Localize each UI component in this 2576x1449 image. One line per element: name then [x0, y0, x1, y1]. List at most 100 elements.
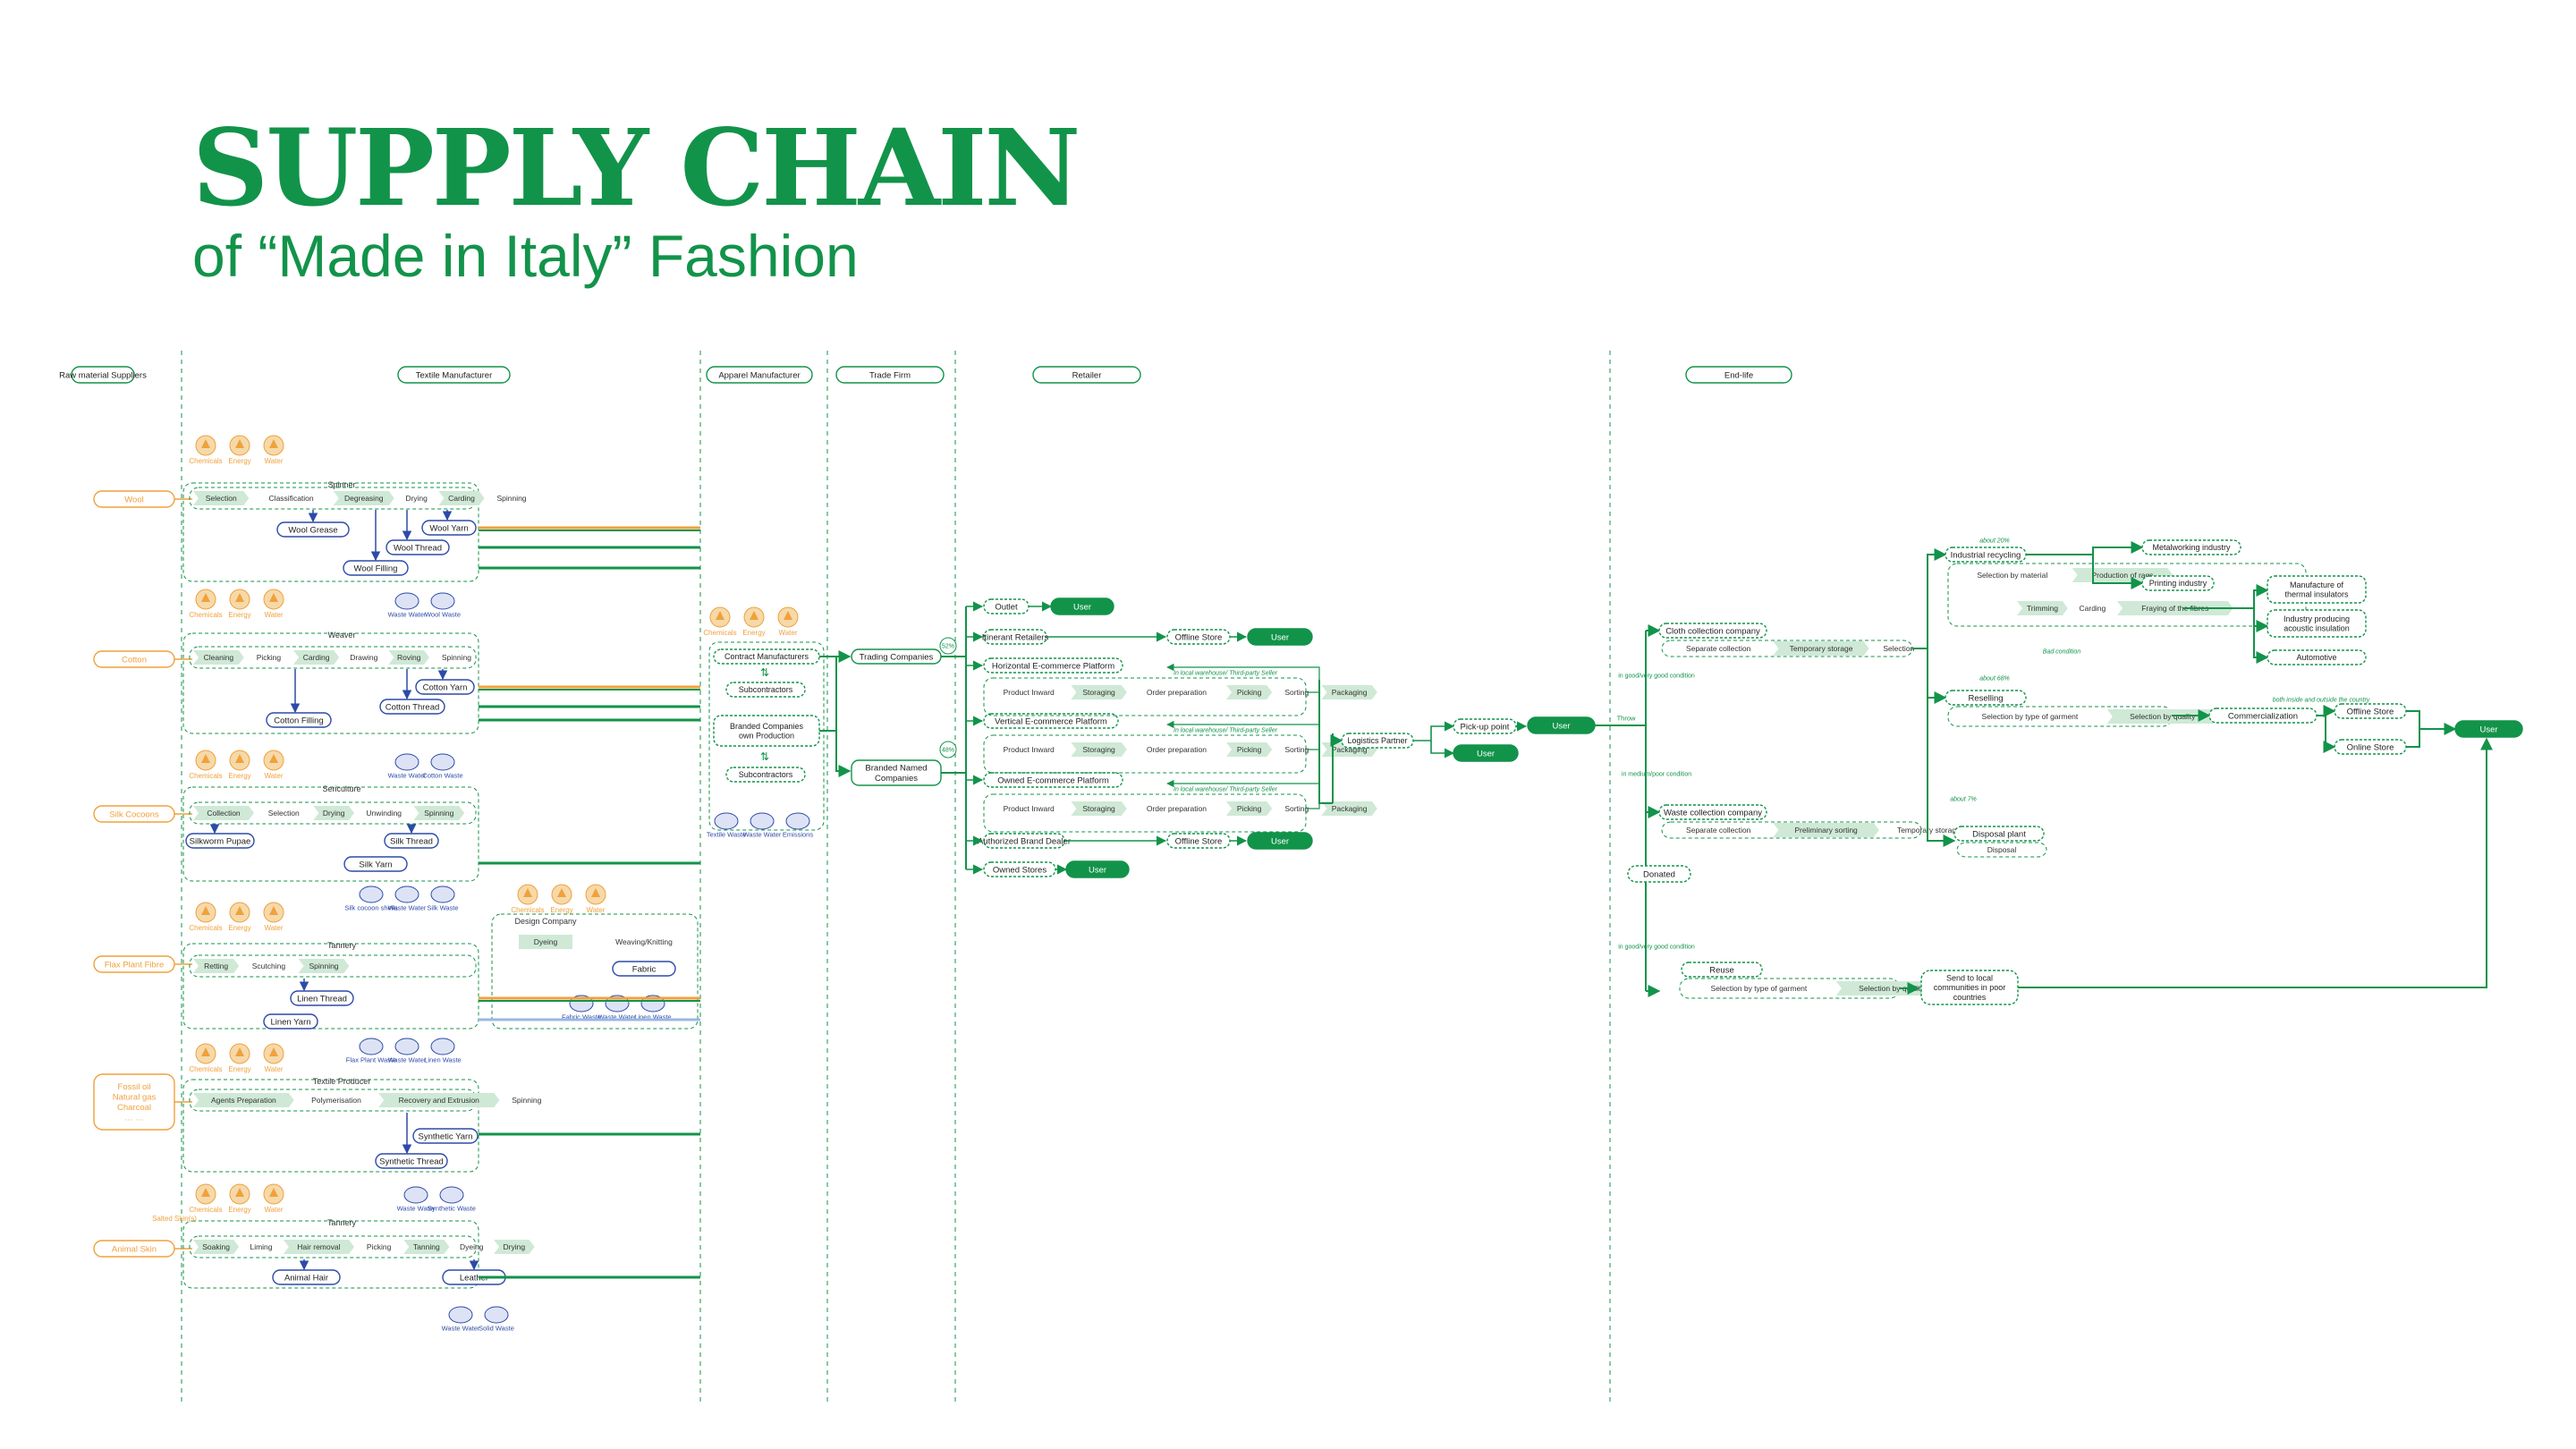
- waste-icon: [394, 592, 419, 610]
- pct-label: 48%: [942, 747, 954, 753]
- waste-icon: [394, 1038, 419, 1055]
- resell-step-bg: [2106, 709, 2218, 724]
- ops-note: In local warehouse/ Third-party Seller: [1174, 786, 1278, 792]
- subcontractors: [725, 682, 806, 698]
- input-label: Energy: [550, 906, 572, 914]
- group-title: Weaver: [328, 631, 356, 640]
- input-icon-glyph: [201, 1188, 210, 1197]
- waste-icon: [430, 592, 455, 610]
- waste-step: Temporary storage: [1897, 826, 1961, 835]
- ops-1-step: Storaging: [1082, 745, 1115, 754]
- cotton-step: Roving: [397, 653, 421, 662]
- input-icon-glyph: [269, 593, 278, 602]
- contract-manufacturers: [713, 648, 820, 665]
- input-icon-glyph: [716, 611, 724, 620]
- fiber-step: Fraying of the fibres: [2141, 604, 2208, 613]
- pickup-point-label: Pick-up point: [1461, 722, 1510, 732]
- waste-collection-company: [1658, 804, 1767, 820]
- reuse: [1681, 962, 1763, 978]
- input-label: Water: [264, 457, 283, 465]
- output-silkworm-pupae-label: Silkworm Pupae: [190, 836, 251, 846]
- ops-0-step-bg: [1226, 685, 1273, 699]
- wool-step: Classification: [269, 494, 314, 503]
- ops-1-step: Packaging: [1332, 745, 1368, 754]
- synthetic-step-bg: [378, 1093, 500, 1107]
- ops-1-step: Sorting: [1284, 745, 1309, 754]
- input-icon-glyph: [750, 611, 758, 620]
- input-label: Chemicals: [189, 457, 222, 465]
- leather-step: Soaking: [202, 1242, 230, 1251]
- output-silk-thread-label: Silk Thread: [390, 836, 433, 846]
- cotton-step: Picking: [257, 653, 282, 662]
- waste-label: Cotton Waste: [422, 772, 462, 780]
- stage-header: [706, 366, 813, 384]
- connector: [2253, 626, 2269, 664]
- donated-label: Donated: [1643, 869, 1675, 879]
- user-node: [1247, 832, 1313, 850]
- waste-steps-box: [1661, 821, 1922, 839]
- cotton-step: Cleaning: [204, 653, 234, 662]
- input-icon-glyph: [201, 906, 210, 915]
- ops-0-step: Product Inward: [1004, 688, 1055, 697]
- ops-2-step: Product Inward: [1004, 804, 1055, 813]
- leather-step: Tanning: [413, 1242, 440, 1251]
- input-label: Energy: [228, 611, 250, 619]
- input-label: Water: [264, 611, 283, 619]
- user-node-label: User: [1073, 602, 1091, 612]
- ops-1-step: Order preparation: [1147, 745, 1207, 754]
- branded-own-production: [713, 715, 820, 747]
- condition-label: in good/very good condition: [1618, 944, 1695, 950]
- waste-icon: [403, 1186, 428, 1204]
- leather-step: Liming: [250, 1242, 272, 1251]
- disposal-plant: [1953, 826, 2045, 842]
- input-label: Water: [264, 1206, 283, 1214]
- ops-0-step: Packaging: [1332, 688, 1368, 697]
- metalworking-industry: [2141, 539, 2241, 555]
- leather-step: Hair removal: [297, 1242, 340, 1251]
- retail-channel-6-label: Owned Stores: [993, 865, 1046, 875]
- silk-step-bg: [313, 806, 354, 820]
- connector: [2253, 608, 2269, 632]
- waste-collection-company-label: Waste collection company: [1664, 808, 1762, 818]
- leather-step-bg: [403, 1240, 450, 1254]
- waste-label: Textile Waste: [707, 831, 746, 839]
- connector: [2406, 710, 2457, 735]
- connector: [2026, 541, 2144, 555]
- subcontractors-label: Subcontractors: [739, 685, 793, 694]
- cloth-collection-company: [1658, 623, 1767, 639]
- input-label: Energy: [228, 1206, 250, 1214]
- user-node: [2454, 720, 2523, 738]
- ops-2-step-bg: [1226, 801, 1273, 816]
- silk-step: Collection: [207, 809, 241, 818]
- ops-2-step-bg: [1071, 801, 1127, 816]
- commercialization-label: Commercialization: [2228, 711, 2298, 721]
- input-label: Water: [264, 1065, 283, 1073]
- output-linen-yarn: [263, 1013, 318, 1030]
- input-label: Chemicals: [189, 1065, 222, 1073]
- textile-section-silk: [182, 786, 479, 882]
- offline-store-label: Offline Store: [1175, 836, 1223, 846]
- input-label: Water: [778, 629, 797, 637]
- leather-step: Dyeing: [460, 1242, 484, 1251]
- retail-channel-4: [983, 772, 1123, 788]
- logistics-partner-label: Logistics Partner: [1347, 736, 1407, 745]
- output-silkworm-pupae: [185, 833, 255, 849]
- connector: [2406, 729, 2420, 748]
- disposal-step: Disposal: [1987, 845, 2017, 854]
- input-icon-glyph: [784, 611, 792, 620]
- stage-header-label: Raw material Suppliers: [59, 370, 147, 380]
- input-icon-glyph: [235, 439, 244, 448]
- ops-0-step-bg: [1071, 685, 1127, 699]
- retail-channel-3-label: Vertical E-commerce Platform: [995, 716, 1107, 726]
- leather-step-bg: [283, 1240, 354, 1254]
- cloth-step-bg: [1773, 641, 1869, 656]
- user-node: [1453, 744, 1519, 762]
- reuse-step: Selection by quality: [1859, 984, 1925, 993]
- ops-1-step: Picking: [1237, 745, 1262, 754]
- subcontractors-2: [725, 767, 806, 783]
- silk-step: Drying: [323, 809, 345, 818]
- silk-step-bg: [413, 806, 465, 820]
- raw-material-1-label: Cotton: [122, 655, 147, 665]
